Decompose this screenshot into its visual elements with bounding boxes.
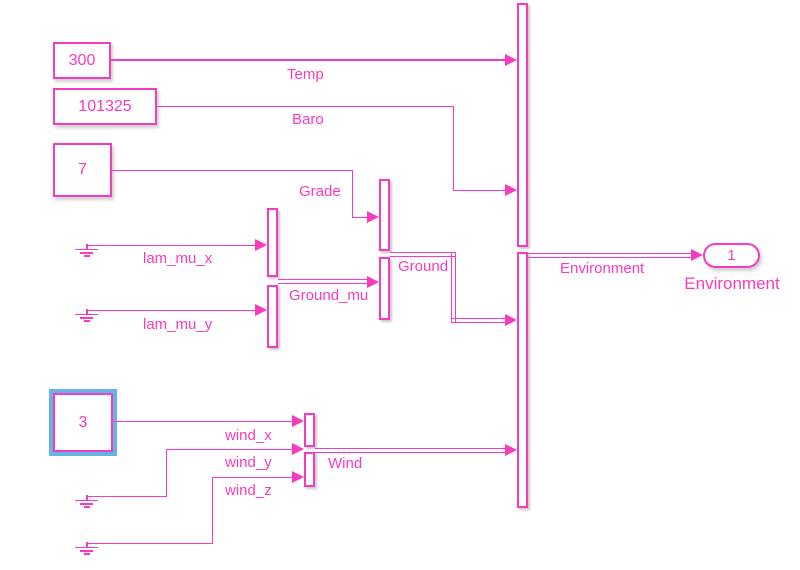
arrowhead-icon (367, 211, 379, 223)
arrowhead-icon (505, 184, 517, 196)
bus-creator-lam-mu-lower[interactable] (267, 285, 278, 348)
signal-label-wind: Wind (328, 455, 363, 472)
signal-label-wind-z: wind_z (225, 482, 272, 499)
ground-block[interactable] (74, 244, 100, 258)
signal-label-ground-mu: Ground_mu (289, 287, 369, 304)
wire-wind-y[interactable] (166, 448, 293, 450)
wire-baro[interactable] (453, 189, 506, 191)
signal-label-environment: Environment (560, 260, 645, 277)
arrowhead-icon (367, 275, 379, 288)
bus-creator-environment-lower[interactable] (517, 252, 528, 508)
constant-value: 3 (78, 413, 88, 431)
signal-label-wind-x: wind_x (225, 427, 272, 444)
constant-block-grade[interactable]: 7 (53, 143, 112, 197)
wire-baro[interactable] (157, 105, 454, 107)
arrowhead-icon (691, 249, 703, 261)
signal-label-wind-y: wind_y (225, 454, 272, 471)
bus-creator-ground-lower[interactable] (379, 257, 390, 320)
bus-wire-ground[interactable] (390, 251, 456, 257)
wire-wind-z[interactable] (212, 476, 293, 478)
signal-label-lam-mu-y: lam_mu_y (143, 316, 213, 333)
wire-baro[interactable] (452, 105, 455, 191)
constant-block-wind[interactable]: 3 (53, 393, 113, 452)
bus-wire-ground[interactable] (451, 251, 456, 323)
bus-creator-wind-lower[interactable] (304, 452, 315, 487)
selection-highlight: 3 (49, 389, 117, 456)
constant-block-baro[interactable]: 101325 (53, 88, 157, 125)
wire-wind-y[interactable] (86, 495, 166, 497)
ground-block[interactable] (74, 309, 100, 323)
outport-block-environment[interactable]: 1 (703, 243, 760, 268)
signal-label-temp: Temp (287, 66, 324, 83)
bus-wire-environment[interactable] (528, 252, 691, 258)
arrowhead-icon (292, 443, 304, 455)
wire-temp[interactable] (111, 59, 506, 61)
arrowhead-icon (505, 314, 517, 326)
wire-lam-mu-y[interactable] (86, 309, 256, 311)
bus-wire-wind[interactable] (315, 447, 506, 453)
wire-wind-x[interactable] (113, 420, 293, 422)
bus-creator-ground-upper[interactable] (379, 179, 390, 251)
signal-label-baro: Baro (292, 111, 324, 128)
wire-grade[interactable] (352, 216, 368, 218)
constant-block-temp[interactable]: 300 (53, 42, 111, 79)
constant-value: 300 (68, 51, 96, 69)
bus-creator-wind-upper[interactable] (304, 413, 315, 447)
arrowhead-icon (292, 471, 304, 483)
ground-icon (86, 495, 88, 500)
ground-icon (86, 244, 88, 249)
wire-grade[interactable] (112, 169, 353, 171)
outport-name-label: Environment (684, 274, 780, 293)
signal-label-grade: Grade (299, 183, 341, 200)
wire-grade[interactable] (351, 169, 353, 218)
outport-number: 1 (727, 247, 736, 264)
wire-wind-y[interactable] (165, 448, 167, 497)
bus-wire-ground-mu[interactable] (278, 279, 368, 284)
bus-wire-ground[interactable] (451, 317, 506, 323)
wire-wind-z[interactable] (86, 542, 212, 544)
arrowhead-icon (505, 53, 517, 66)
bus-creator-environment-upper[interactable] (517, 3, 528, 247)
signal-label-ground: Ground (398, 258, 449, 275)
ground-block[interactable] (74, 542, 100, 556)
ground-icon (86, 309, 88, 314)
wire-wind-z[interactable] (211, 476, 213, 544)
arrowhead-icon (505, 444, 517, 456)
wire-lam-mu-x[interactable] (86, 244, 256, 246)
constant-value: 101325 (78, 97, 132, 115)
ground-icon (86, 542, 88, 547)
arrowhead-icon (292, 415, 304, 427)
constant-value: 7 (78, 161, 87, 178)
arrowhead-icon (255, 239, 267, 251)
ground-block[interactable] (74, 495, 100, 509)
signal-label-lam-mu-x: lam_mu_x (143, 250, 213, 267)
bus-creator-lam-mu-upper[interactable] (267, 208, 278, 277)
arrowhead-icon (255, 304, 267, 316)
